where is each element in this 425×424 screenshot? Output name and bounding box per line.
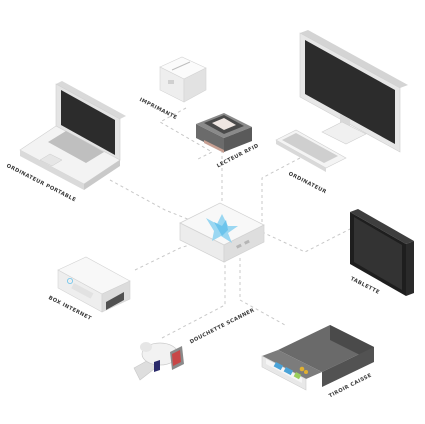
- connector-laptop: [109, 179, 196, 223]
- cash-drawer-icon: [261, 325, 374, 391]
- receipt-printer-icon: [159, 56, 207, 103]
- connector-tablet: [261, 227, 353, 253]
- connector-desktop: [261, 157, 301, 232]
- tablet-icon: [350, 209, 414, 296]
- connector-printer: [158, 107, 214, 161]
- internet-box-icon: [57, 256, 131, 313]
- barcode-scanner-icon: [133, 342, 184, 381]
- laptop-icon: [19, 81, 126, 190]
- rfid-reader-icon: [196, 113, 252, 153]
- connector-drawer: [239, 258, 286, 326]
- connector-scanner: [161, 258, 226, 339]
- desktop-computer-icon: [275, 30, 408, 172]
- connector-lines: [109, 107, 353, 339]
- pos-hub-icon: [179, 202, 265, 263]
